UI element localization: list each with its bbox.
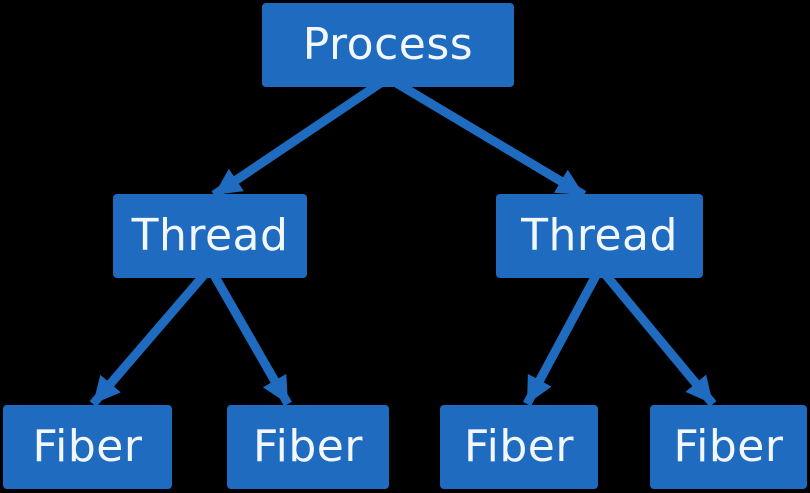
arrow-thread-right-to-fiber-3 bbox=[523, 265, 604, 407]
node-process: Process bbox=[262, 3, 514, 87]
node-fiber-1: Fiber bbox=[3, 405, 172, 489]
node-thread-right-label: Thread bbox=[521, 210, 678, 261]
node-thread-left: Thread bbox=[113, 194, 307, 278]
arrow-thread-right-to-fiber-4 bbox=[596, 265, 717, 407]
node-thread-left-label: Thread bbox=[131, 210, 289, 261]
node-fiber-2: Fiber bbox=[227, 405, 389, 489]
node-fiber-4: Fiber bbox=[650, 405, 807, 489]
node-thread-right: Thread bbox=[496, 194, 703, 278]
arrow-thread-left-to-fiber-2 bbox=[206, 265, 292, 407]
node-fiber-2-label: Fiber bbox=[253, 421, 363, 472]
node-fiber-3-label: Fiber bbox=[464, 421, 574, 472]
arrow-thread-left-to-fiber-1 bbox=[89, 265, 214, 407]
arrow-process-to-thread-right bbox=[385, 74, 587, 199]
node-fiber-3: Fiber bbox=[440, 405, 598, 489]
node-fiber-1-label: Fiber bbox=[32, 421, 143, 472]
arrow-process-to-thread-left bbox=[211, 74, 391, 199]
node-process-label: Process bbox=[302, 19, 474, 70]
node-fiber-4-label: Fiber bbox=[673, 421, 784, 472]
